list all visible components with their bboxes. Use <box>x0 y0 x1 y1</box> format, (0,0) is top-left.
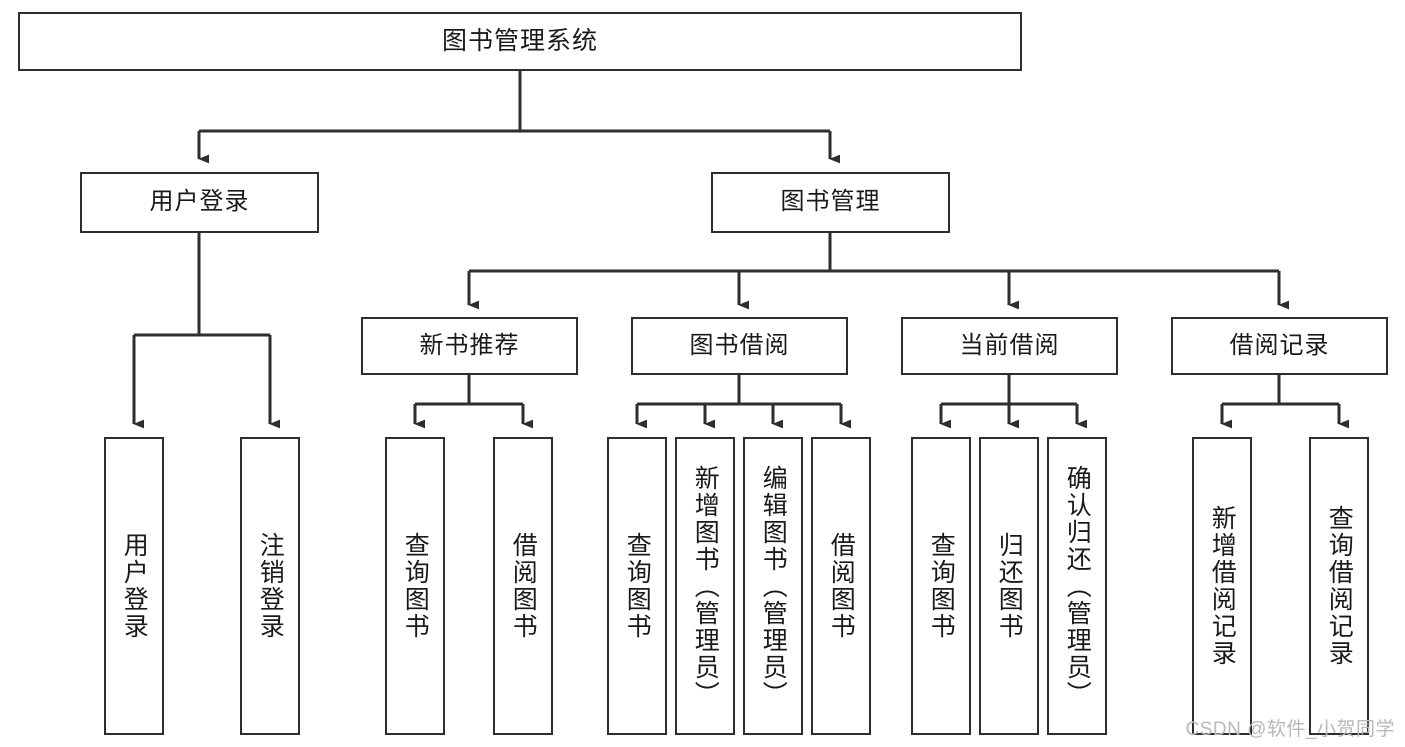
node-leaf-borrow-book-1[interactable]: 借阅图书 <box>493 437 553 735</box>
node-book-manage[interactable]: 图书管理 <box>711 172 950 233</box>
node-leaf-edit-book[interactable]: 编辑图书（管理员） <box>743 437 803 735</box>
node-leaf-confirm-return[interactable]: 确认归还（管理员） <box>1047 437 1107 735</box>
node-leaf-user-login[interactable]: 用户登录 <box>104 437 164 735</box>
node-book-borrow[interactable]: 图书借阅 <box>631 317 848 375</box>
node-leaf-user-logout[interactable]: 注销登录 <box>240 437 300 735</box>
node-root[interactable]: 图书管理系统 <box>18 12 1022 71</box>
node-leaf-return-book[interactable]: 归还图书 <box>979 437 1039 735</box>
node-leaf-query-record[interactable]: 查询借阅记录 <box>1309 437 1369 735</box>
node-leaf-borrow-book-2[interactable]: 借阅图书 <box>811 437 871 735</box>
node-user-login[interactable]: 用户登录 <box>80 172 319 233</box>
node-leaf-add-record[interactable]: 新增借阅记录 <box>1192 437 1252 735</box>
node-leaf-query-book-3[interactable]: 查询图书 <box>911 437 971 735</box>
node-leaf-query-book-1[interactable]: 查询图书 <box>385 437 445 735</box>
node-borrow-record[interactable]: 借阅记录 <box>1171 317 1388 375</box>
node-new-book-recommend[interactable]: 新书推荐 <box>361 317 578 375</box>
node-current-borrow[interactable]: 当前借阅 <box>901 317 1118 375</box>
node-leaf-query-book-2[interactable]: 查询图书 <box>607 437 667 735</box>
node-leaf-add-book[interactable]: 新增图书（管理员） <box>675 437 735 735</box>
